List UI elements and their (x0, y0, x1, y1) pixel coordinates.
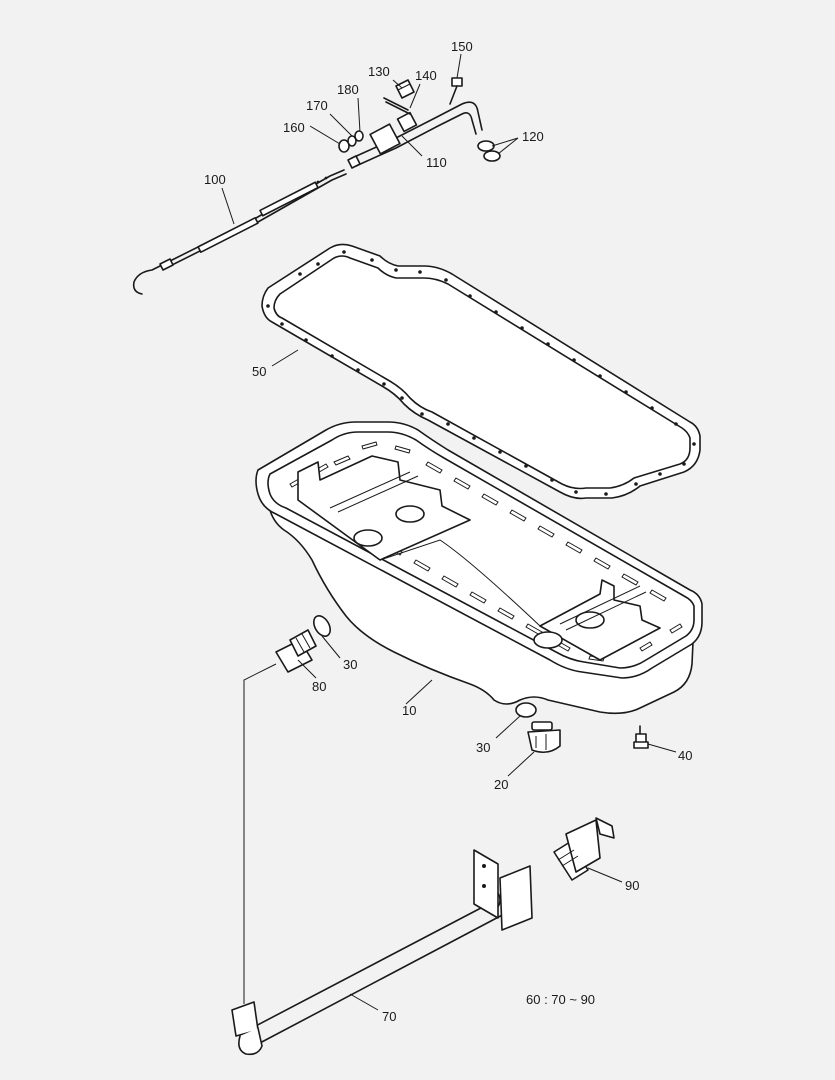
assembly-note: 60 : 70 ~ 90 (526, 992, 596, 1007)
drain-plug (527, 721, 561, 754)
cap-130 (395, 79, 415, 99)
callout-40: 40 (678, 748, 693, 763)
callout-160: 160 (283, 120, 305, 135)
callout-120: 120 (522, 129, 544, 144)
leader-lines (221, 53, 677, 1011)
callout-10: 10 (402, 703, 417, 718)
gasket-bolt-holes (266, 250, 696, 496)
callout-30-bottom: 30 (476, 740, 491, 755)
pan-baffle-rear (533, 579, 661, 661)
callout-140: 140 (415, 68, 437, 83)
bolt-150 (449, 77, 463, 105)
callout-30-side: 30 (343, 657, 358, 672)
dipstick-guide-tube (347, 101, 483, 169)
o-ring-30-side (313, 615, 331, 637)
drain-tube (231, 889, 509, 1056)
callout-150: 150 (451, 39, 473, 54)
pan-baffle-front (297, 455, 471, 561)
mounting-bracket (473, 849, 533, 931)
callout-110: 110 (426, 155, 447, 170)
callout-50: 50 (252, 364, 267, 379)
callout-180: 180 (337, 82, 359, 97)
connecting-line (243, 663, 277, 1004)
callout-80: 80 (312, 679, 327, 694)
pan-bolt (633, 725, 649, 749)
o-rings-120 (477, 140, 501, 162)
callout-130: 130 (368, 64, 390, 79)
callout-20: 20 (494, 777, 509, 792)
valve-90 (553, 817, 615, 881)
spring-clip (383, 97, 411, 115)
callout-70: 70 (382, 1009, 397, 1024)
callout-170: 170 (306, 98, 328, 113)
dipstick (132, 169, 347, 295)
oil-pan-gasket (261, 243, 701, 500)
seal-rings-160-180 (338, 130, 364, 153)
callout-100: 100 (204, 172, 226, 187)
o-ring-30-bottom (515, 702, 537, 718)
fitting-80 (275, 629, 317, 673)
oil-pan (255, 421, 703, 715)
callout-90: 90 (625, 878, 640, 893)
